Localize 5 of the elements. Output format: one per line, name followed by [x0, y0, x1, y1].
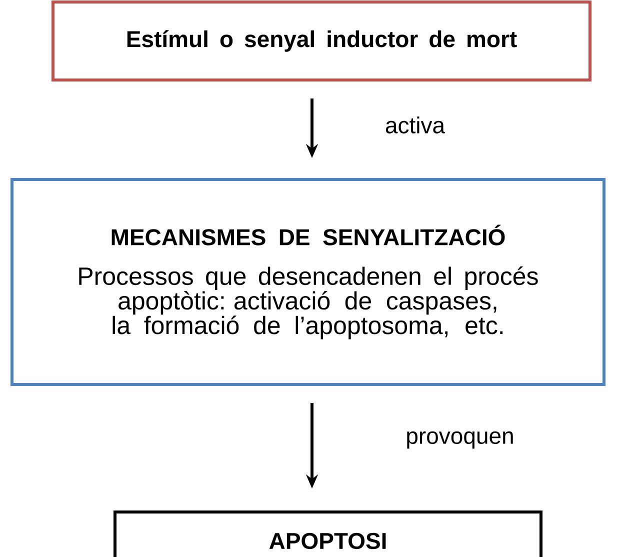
edge-label: activa	[384, 116, 446, 134]
edge-label: provoquen	[404, 430, 516, 450]
mechanism-box: MECANISMES DE SENYALITZACIÓ Processos que desencadenen el procés apoptòtic: activació de caspases, la formació de l’apoptosoma, etc.	[10, 178, 606, 386]
stimulus-box: Estímul o senyal inductor de mort	[52, 0, 592, 82]
apoptosis-box: APOPTOSI	[114, 510, 542, 557]
